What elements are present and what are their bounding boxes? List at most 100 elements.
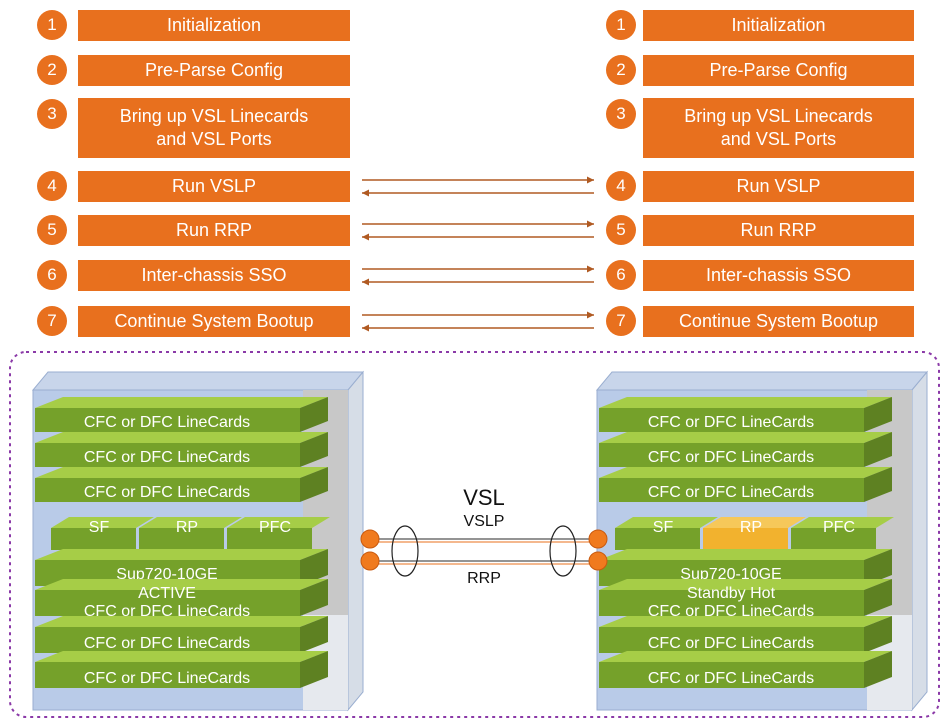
linecard-right-6-top <box>599 651 892 662</box>
step-right-1: Initialization <box>643 10 914 41</box>
vsl-bundle-left <box>391 525 419 577</box>
linecard-label-right-3: CFC or DFC LineCards <box>648 484 814 501</box>
step-left-3: Bring up VSL Linecards and VSL Ports <box>78 98 350 158</box>
linecard-left-6-side <box>300 651 328 688</box>
sup-module-label-left-1: SF <box>89 519 110 536</box>
linecard-left-2-side <box>300 432 328 467</box>
linecard-label-right-6: CFC or DFC LineCards <box>648 670 814 687</box>
vsl-bundle-right <box>549 525 577 577</box>
sup-card-left-top <box>35 549 328 560</box>
step-left-7: Continue System Bootup <box>78 306 350 337</box>
sup-module-top-left-3 <box>227 517 330 528</box>
vsl-lower-label: RRP <box>467 570 501 587</box>
linecard-left-4-side <box>300 579 328 616</box>
sup-module-label-right-3: PFC <box>823 519 855 536</box>
step-right-2: Pre-Parse Config <box>643 55 914 86</box>
sup-module-top-right-1 <box>615 517 718 528</box>
step-number-right-3: 3 <box>606 99 636 129</box>
step-number-left-1: 1 <box>37 10 67 40</box>
linecard-left-5-top <box>35 616 328 627</box>
linecard-label-left-1: CFC or DFC LineCards <box>84 414 250 431</box>
linecard-right-3-front <box>599 478 864 502</box>
sup-module-label-left-2: RP <box>176 519 198 536</box>
linecard-right-6-front <box>599 662 864 688</box>
linecard-left-4-front <box>35 590 300 616</box>
step-number-left-5: 5 <box>37 215 67 245</box>
sup-card-left-side <box>300 549 328 586</box>
linecard-left-6-front <box>35 662 300 688</box>
vsl-port-4 <box>588 551 608 571</box>
linecard-right-4-top <box>599 579 892 590</box>
sup-module-top-left-1 <box>51 517 154 528</box>
linecard-label-right-5: CFC or DFC LineCards <box>648 635 814 652</box>
linecard-left-2-front <box>35 443 300 467</box>
sup-module-right-3 <box>791 528 876 550</box>
sup-module-label-right-2: RP <box>740 519 762 536</box>
vsl-port-2 <box>360 551 380 571</box>
sup-module-left-3 <box>227 528 312 550</box>
step-right-4: Run VSLP <box>643 171 914 202</box>
step-left-2: Pre-Parse Config <box>78 55 350 86</box>
step-number-left-6: 6 <box>37 260 67 290</box>
step-right-6: Inter-chassis SSO <box>643 260 914 291</box>
linecard-right-5-front <box>599 627 864 653</box>
sup-module-left-1 <box>51 528 136 550</box>
linecard-right-2-front <box>599 443 864 467</box>
linecard-label-left-6: CFC or DFC LineCards <box>84 670 250 687</box>
linecard-left-2-top <box>35 432 328 443</box>
linecard-left-5-front <box>35 627 300 653</box>
step-number-left-2: 2 <box>37 55 67 85</box>
vsl-title: VSL <box>463 485 505 510</box>
linecard-label-left-3: CFC or DFC LineCards <box>84 484 250 501</box>
linecard-label-right-1: CFC or DFC LineCards <box>648 414 814 431</box>
linecard-right-3-side <box>864 467 892 502</box>
linecard-label-left-2: CFC or DFC LineCards <box>84 449 250 466</box>
linecard-left-5-side <box>300 616 328 653</box>
sup-module-left-2 <box>139 528 224 550</box>
linecard-right-1-top <box>599 397 892 408</box>
step-left-5: Run RRP <box>78 215 350 246</box>
linecard-right-6-side <box>864 651 892 688</box>
step-left-6: Inter-chassis SSO <box>78 260 350 291</box>
sup-state-right: Standby Hot <box>687 585 776 602</box>
sup-module-right-1 <box>615 528 700 550</box>
sup-module-right-2 <box>703 528 788 550</box>
step-number-left-3: 3 <box>37 99 67 129</box>
step-left-1: Initialization <box>78 10 350 41</box>
sup-state-left: ACTIVE <box>138 585 196 602</box>
step-right-3: Bring up VSL Linecards and VSL Ports <box>643 98 914 158</box>
sup-module-top-right-3 <box>791 517 894 528</box>
linecard-right-4-front <box>599 590 864 616</box>
vsl-upper-label: VSLP <box>464 513 505 530</box>
step-number-right-7: 7 <box>606 306 636 336</box>
linecard-left-3-top <box>35 467 328 478</box>
step-right-7: Continue System Bootup <box>643 306 914 337</box>
sup-card-right-side <box>864 549 892 586</box>
linecard-right-4-side <box>864 579 892 616</box>
step-number-left-7: 7 <box>37 306 67 336</box>
step-number-right-5: 5 <box>606 215 636 245</box>
linecard-right-1-side <box>864 397 892 432</box>
sup-module-top-right-2 <box>703 517 806 528</box>
linecard-left-3-side <box>300 467 328 502</box>
linecard-left-1-front <box>35 408 300 432</box>
step-left-4: Run VSLP <box>78 171 350 202</box>
sup-card-right-top <box>599 549 892 560</box>
linecard-right-2-top <box>599 432 892 443</box>
linecard-right-5-top <box>599 616 892 627</box>
step-number-right-2: 2 <box>606 55 636 85</box>
step-right-5: Run RRP <box>643 215 914 246</box>
linecard-label-right-2: CFC or DFC LineCards <box>648 449 814 466</box>
linecard-label-left-5: CFC or DFC LineCards <box>84 635 250 652</box>
linecard-left-6-top <box>35 651 328 662</box>
linecard-left-1-side <box>300 397 328 432</box>
step-number-left-4: 4 <box>37 171 67 201</box>
sup-module-label-left-3: PFC <box>259 519 291 536</box>
linecard-right-3-top <box>599 467 892 478</box>
linecard-left-4-top <box>35 579 328 590</box>
vsl-port-3 <box>588 529 608 549</box>
vsl-port-1 <box>360 529 380 549</box>
